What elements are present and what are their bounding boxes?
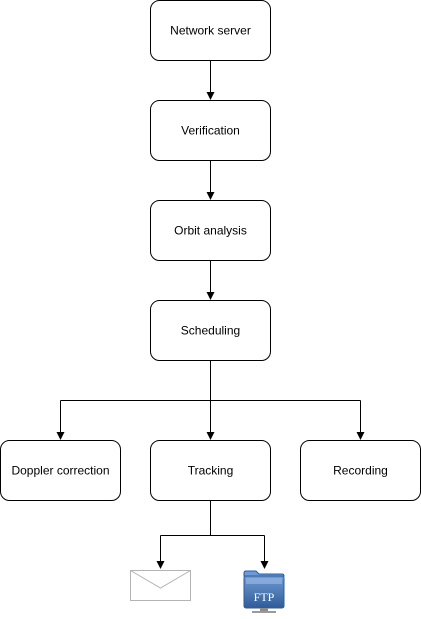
ftp-folder-icon: FTP: [243, 570, 285, 613]
node-orbit-analysis: Orbit analysis: [150, 200, 271, 261]
node-orbit-analysis-label: Orbit analysis: [174, 224, 247, 238]
node-tracking: Tracking: [150, 440, 271, 501]
node-recording-label: Recording: [333, 464, 388, 478]
node-doppler-correction-box: [0, 440, 121, 501]
node-verification-box: [150, 100, 271, 161]
node-verification: Verification: [150, 100, 271, 161]
node-doppler-correction: Doppler correction: [0, 440, 121, 501]
node-recording: Recording: [300, 440, 421, 501]
edges: [56, 61, 365, 569]
node-scheduling-label: Scheduling: [181, 324, 240, 338]
node-tracking-label: Tracking: [188, 464, 234, 478]
node-scheduling: Scheduling: [150, 300, 271, 361]
node-network-server: Network server: [150, 0, 271, 61]
ftp-label: FTP: [254, 590, 275, 604]
node-network-server-box: [150, 0, 271, 61]
node-tracking-box: [150, 440, 271, 501]
node-orbit-analysis-box: [150, 200, 271, 261]
node-scheduling-box: [150, 300, 271, 361]
envelope-icon: [130, 570, 191, 601]
node-doppler-correction-label: Doppler correction: [11, 464, 109, 478]
node-verification-label: Verification: [181, 124, 240, 138]
node-network-server-label: Network server: [170, 24, 251, 38]
